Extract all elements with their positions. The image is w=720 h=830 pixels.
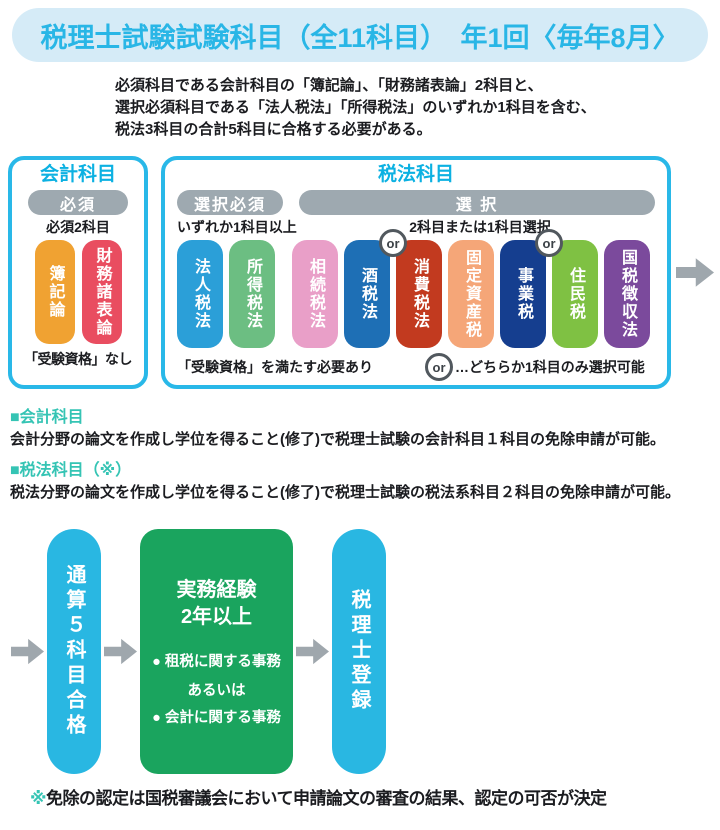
- intro-paragraph: 必須科目である会計科目の「簿記論」、「財務諸表論」2科目と、 選択必須科目である…: [115, 75, 720, 141]
- accounting-cards: 簿記論 財務諸表論: [18, 240, 138, 344]
- or-badge: or: [535, 229, 563, 257]
- accounting-exemption-body: 会計分野の論文を作成し学位を得ること(修了)で税理士試験の会計科目１科目の免除申…: [10, 431, 665, 448]
- right-arrow-icon: [104, 638, 137, 665]
- or-badge: or: [379, 229, 407, 257]
- subject-label: 事業税: [515, 267, 532, 321]
- subject-card-souzokuzeihou: 相続税法: [292, 240, 338, 348]
- subject-card-juuminzei: or 住民税: [535, 229, 598, 348]
- accounting-exemption-heading: ■会計科目: [10, 409, 84, 426]
- subject-card-kokuzeichoushuuhou: 国税徴収法: [604, 240, 650, 348]
- flow-step-pass-five-subjects: 通算５科目合格: [47, 529, 101, 774]
- subject-label: 国税徴収法: [619, 249, 636, 339]
- intro-line: 選択必須科目である「法人税法」「所得税法」のいずれか1科目を含む、: [115, 99, 596, 116]
- mandatory-card-group: 法人税法 所得税法: [177, 240, 275, 348]
- reference-mark: ※: [30, 789, 47, 808]
- subject-label: 酒税法: [359, 267, 376, 321]
- subject-card-jigyouzei: 事業税: [500, 240, 546, 348]
- page-title: 税理士試験試験科目（全11科目） 年1回〈毎年8月〉: [40, 22, 680, 53]
- work-experience-title-line1: 実務経験: [176, 579, 257, 601]
- subject-card-houjinzeihou: 法人税法: [177, 240, 223, 348]
- accounting-subjects-box: 会計科目 必須 必須2科目 簿記論 財務諸表論 「受験資格」なし: [8, 156, 148, 389]
- registration-flow: 通算５科目合格 実務経験 2年以上 ● 租税に関する事務 あるいは ● 会計に関…: [8, 529, 720, 774]
- taxlaw-exemption-heading: ■税法科目（※）: [10, 462, 132, 479]
- flow-step-work-experience: 実務経験 2年以上 ● 租税に関する事務 あるいは ● 会計に関する事務: [140, 529, 293, 774]
- tax-footer-left: 「受験資格」を満たす必要あり: [177, 359, 373, 375]
- mandatory-choice-note: いずれか1科目以上: [177, 219, 297, 235]
- tax-cards: 法人税法 所得税法 相続税法 酒税法 or 消費税法 固定: [177, 229, 655, 348]
- tax-box-title: 税法科目: [377, 164, 454, 185]
- select-card-group: 相続税法 酒税法 or 消費税法 固定資産税 事業税 or 住民税: [292, 229, 650, 348]
- select-choice-note: 2科目または1科目選択: [409, 219, 551, 235]
- flow-step-label: 税理士登録: [348, 589, 370, 714]
- tax-pill-row: 選択必須 選 択: [177, 190, 655, 215]
- card-group-gap: [275, 240, 292, 348]
- accounting-footer-note: 「受験資格」なし: [24, 351, 133, 367]
- work-experience-connector: あるいは: [187, 683, 246, 699]
- taxlaw-exemption-body: 税法分野の論文を作成し学位を得ること(修了)で税理士試験の税法系科目２科目の免除…: [10, 484, 680, 501]
- subject-label: 固定資産税: [463, 249, 480, 339]
- select-mandatory-badge: 選択必須: [177, 190, 283, 215]
- subject-label: 相続税法: [307, 258, 324, 330]
- subject-label: 財務諸表論: [93, 247, 111, 337]
- right-arrow-icon: [296, 638, 329, 665]
- subject-card-koteishisanzei: 固定資産税: [448, 240, 494, 348]
- work-experience-bullets: ● 租税に関する事務 あるいは ● 会計に関する事務: [140, 653, 293, 727]
- subject-card-bokiron: 簿記論: [34, 240, 75, 344]
- select-badge: 選 択: [299, 190, 655, 215]
- intro-line: 必須科目である会計科目の「簿記論」、「財務諸表論」2科目と、: [115, 77, 543, 94]
- header-band: 税理士試験試験科目（全11科目） 年1回〈毎年8月〉: [12, 8, 708, 62]
- subject-label: 法人税法: [192, 258, 209, 330]
- subject-label: 住民税: [567, 267, 584, 321]
- work-experience-bullet: ● 会計に関する事務: [152, 710, 281, 726]
- tax-note-row: いずれか1科目以上 2科目または1科目選択: [177, 218, 655, 236]
- subject-card-shotokuzeihou: 所得税法: [229, 240, 275, 348]
- subject-card-shuzeihou: 酒税法: [344, 240, 390, 348]
- tax-footer-note: 「受験資格」を満たす必要あり or …どちらか1科目のみ選択可能: [177, 353, 655, 381]
- flow-step-label: 通算５科目合格: [63, 564, 85, 739]
- footnote-text: 免除の認定は国税審議会において申請論文の審査の結果、認定の可否が決定: [46, 789, 607, 808]
- subject-label: 消費税法: [411, 258, 428, 330]
- subject-label: 簿記論: [46, 265, 64, 319]
- right-arrow-icon: [11, 638, 44, 665]
- tax-subjects-box: 税法科目 選択必須 選 択 いずれか1科目以上 2科目または1科目選択 法人税法…: [161, 156, 671, 389]
- subject-label: 所得税法: [244, 258, 261, 330]
- intro-line: 税法3科目の合計5科目に合格する必要がある。: [115, 121, 432, 138]
- accounting-note: 必須2科目: [46, 219, 110, 235]
- subject-card-shouhizeihou: or 消費税法: [379, 229, 442, 348]
- tax-footer-right: …どちらか1科目のみ選択可能: [455, 359, 645, 375]
- mandatory-badge: 必須: [28, 190, 128, 215]
- footnote: ※免除の認定は国税審議会において申請論文の審査の結果、認定の可否が決定: [30, 784, 720, 809]
- exemption-sections: ■会計科目 会計分野の論文を作成し学位を得ること(修了)で税理士試験の会計科目１…: [10, 408, 720, 503]
- subject-card-zaimushohyoron: 財務諸表論: [81, 240, 122, 344]
- right-arrow-icon: [676, 258, 714, 287]
- or-badge: or: [425, 353, 453, 381]
- subject-boxes-row: 会計科目 必須 必須2科目 簿記論 財務諸表論 「受験資格」なし 税法科目 選択…: [8, 156, 720, 389]
- work-experience-title-line2: 2年以上: [180, 606, 253, 628]
- accounting-box-title: 会計科目: [39, 164, 116, 185]
- work-experience-bullet: ● 租税に関する事務: [152, 654, 281, 670]
- flow-step-tax-accountant-registration: 税理士登録: [332, 529, 386, 774]
